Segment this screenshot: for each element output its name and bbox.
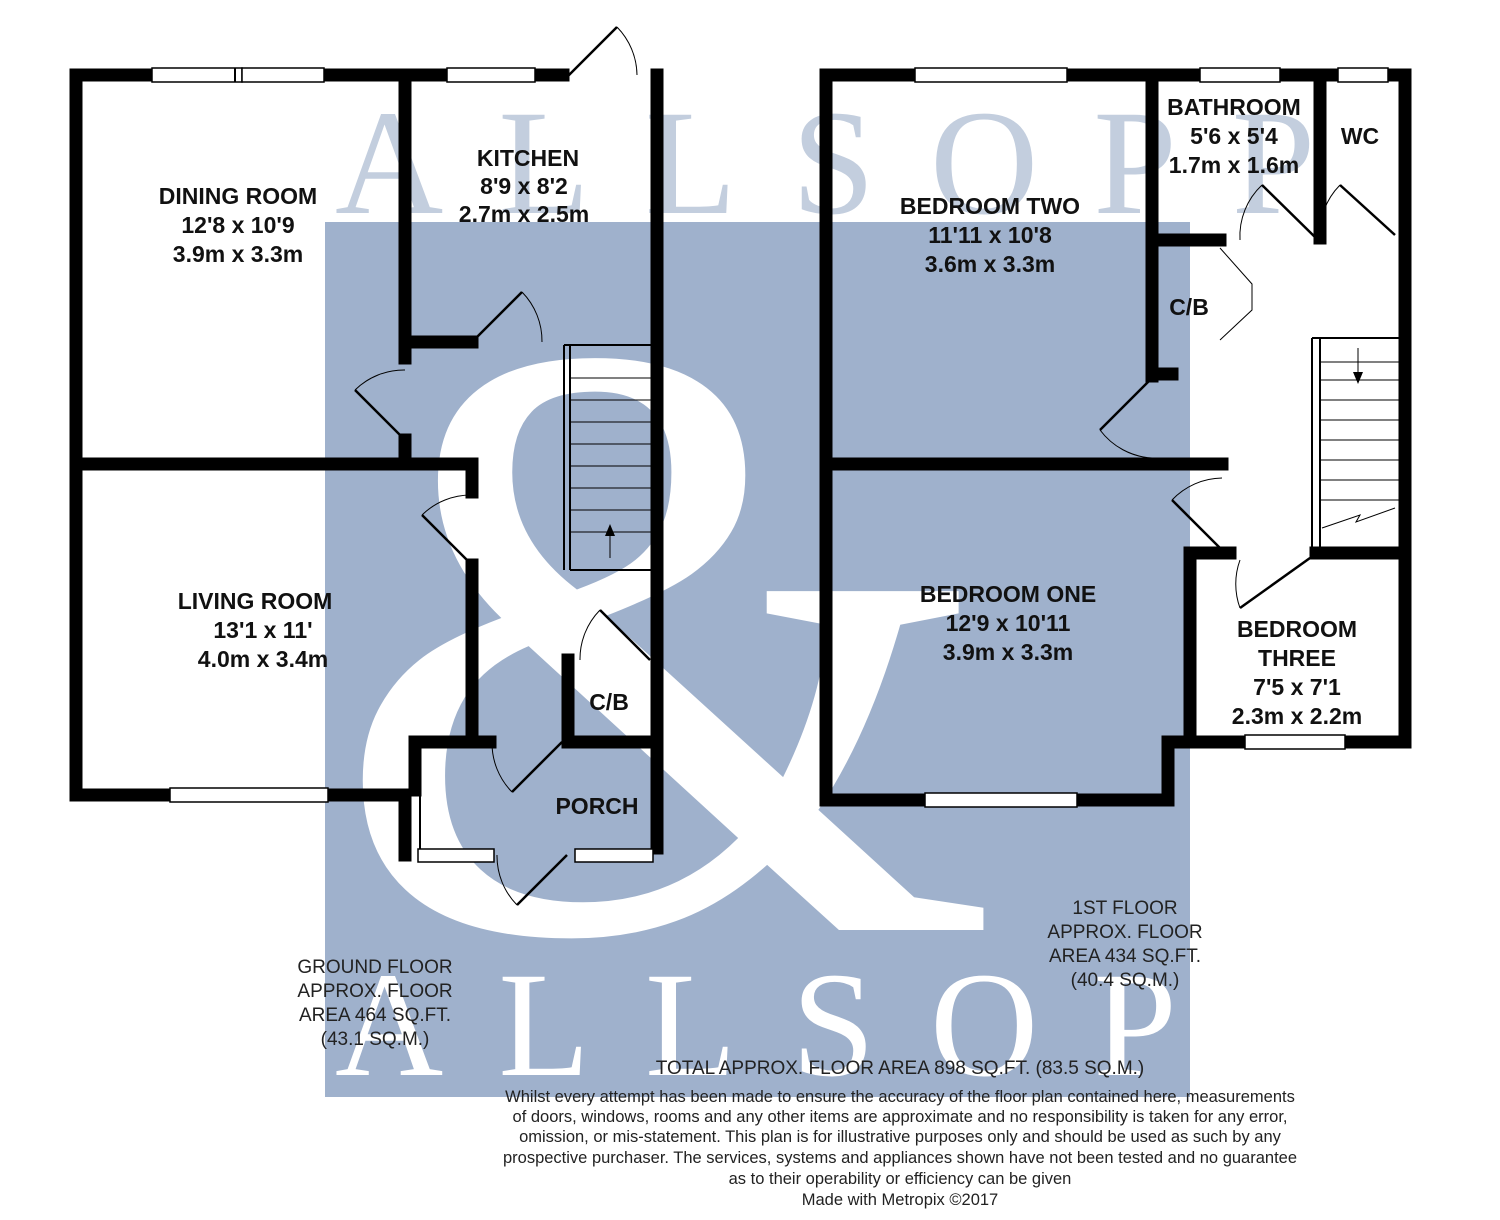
ground-floor-labels: DINING ROOM 12'8 x 10'9 3.9m x 3.3m KITC… bbox=[159, 145, 639, 819]
watermark-text-bottom: ALLSOPP bbox=[335, 942, 1370, 1108]
watermark-ampersand: & bbox=[330, 165, 999, 1117]
disclaimer-line: omission, or mis-statement. This plan is… bbox=[519, 1128, 1282, 1146]
area-line: APPROX. FLOOR bbox=[297, 981, 452, 1002]
area-line: (43.1 SQ.M.) bbox=[321, 1029, 430, 1050]
room-name: BATHROOM bbox=[1167, 94, 1301, 120]
window bbox=[924, 792, 1078, 808]
disclaimer-line: prospective purchaser. The services, sys… bbox=[503, 1149, 1297, 1167]
room-name: PORCH bbox=[555, 793, 638, 819]
ground-floor-area: GROUND FLOOR APPROX. FLOOR AREA 464 SQ.F… bbox=[297, 957, 452, 1050]
disclaimer-line: as to their operability or efficiency ca… bbox=[729, 1170, 1072, 1188]
window bbox=[1199, 67, 1281, 83]
window bbox=[169, 787, 329, 803]
area-line: APPROX. FLOOR bbox=[1047, 922, 1202, 943]
credit: Made with Metropix ©2017 bbox=[802, 1191, 999, 1209]
room-name: KITCHEN bbox=[477, 145, 579, 171]
room-name: C/B bbox=[589, 689, 629, 715]
disclaimer: Whilst every attempt has been made to en… bbox=[503, 1088, 1297, 1209]
area-line: 1ST FLOOR bbox=[1072, 898, 1177, 919]
room-dimensions-metric: 3.9m x 3.3m bbox=[173, 241, 303, 267]
disclaimer-line: of doors, windows, rooms and any other i… bbox=[513, 1108, 1288, 1126]
room-dimensions-imperial: 12'8 x 10'9 bbox=[181, 212, 294, 238]
window bbox=[241, 67, 325, 83]
window bbox=[446, 67, 536, 83]
ground-floor-stairs bbox=[570, 377, 657, 558]
room-name: DINING ROOM bbox=[159, 183, 317, 209]
total-floor-area: TOTAL APPROX. FLOOR AREA 898 SQ.FT. (83.… bbox=[656, 1058, 1145, 1079]
window bbox=[1244, 734, 1346, 750]
room-dimensions-metric: 2.3m x 2.2m bbox=[1232, 703, 1362, 729]
room-dimensions-imperial: 11'11 x 10'8 bbox=[928, 222, 1052, 248]
area-line: GROUND FLOOR bbox=[297, 957, 452, 978]
room-dimensions-metric: 3.6m x 3.3m bbox=[925, 251, 1055, 277]
room-dimensions-imperial: 12'9 x 10'11 bbox=[946, 610, 1071, 636]
first-floor-walls bbox=[819, 68, 1412, 807]
room-dimensions-imperial: 13'1 x 11' bbox=[213, 617, 312, 643]
room-name: BEDROOM bbox=[1237, 616, 1357, 642]
first-floor-doors bbox=[1099, 184, 1396, 610]
window bbox=[151, 67, 243, 83]
room-name: BEDROOM ONE bbox=[920, 581, 1096, 607]
ground-floor-windows bbox=[151, 67, 654, 863]
room-dimensions-metric: 1.7m x 1.6m bbox=[1169, 152, 1299, 178]
room-name: LIVING ROOM bbox=[178, 588, 333, 614]
window bbox=[574, 848, 654, 863]
area-line: AREA 464 SQ.FT. bbox=[299, 1005, 451, 1026]
area-line: (40.4 SQ.M.) bbox=[1071, 970, 1180, 991]
room-name-line2: THREE bbox=[1258, 645, 1336, 671]
room-dimensions-metric: 2.7m x 2.5m bbox=[459, 201, 589, 227]
first-floor-windows bbox=[914, 67, 1389, 808]
first-floor-stairs bbox=[1320, 348, 1405, 529]
area-line: AREA 434 SQ.FT. bbox=[1049, 946, 1201, 967]
room-name: WC bbox=[1341, 123, 1379, 149]
ground-floor-doors bbox=[354, 26, 651, 906]
disclaimer-line: Whilst every attempt has been made to en… bbox=[505, 1088, 1295, 1106]
window bbox=[914, 67, 1068, 83]
room-dimensions-imperial: 5'6 x 5'4 bbox=[1190, 123, 1278, 149]
room-dimensions-imperial: 7'5 x 7'1 bbox=[1253, 674, 1341, 700]
room-dimensions-metric: 4.0m x 3.4m bbox=[198, 646, 328, 672]
room-dimensions-metric: 3.9m x 3.3m bbox=[943, 639, 1073, 665]
window bbox=[417, 848, 495, 863]
room-name: BEDROOM TWO bbox=[900, 193, 1080, 219]
first-floor-labels: BEDROOM TWO 11'11 x 10'8 3.6m x 3.3m BAT… bbox=[900, 94, 1379, 729]
first-floor-area: 1ST FLOOR APPROX. FLOOR AREA 434 SQ.FT. … bbox=[1047, 898, 1202, 991]
window bbox=[1337, 67, 1389, 83]
room-name: C/B bbox=[1169, 294, 1209, 320]
room-dimensions-imperial: 8'9 x 8'2 bbox=[480, 173, 568, 199]
